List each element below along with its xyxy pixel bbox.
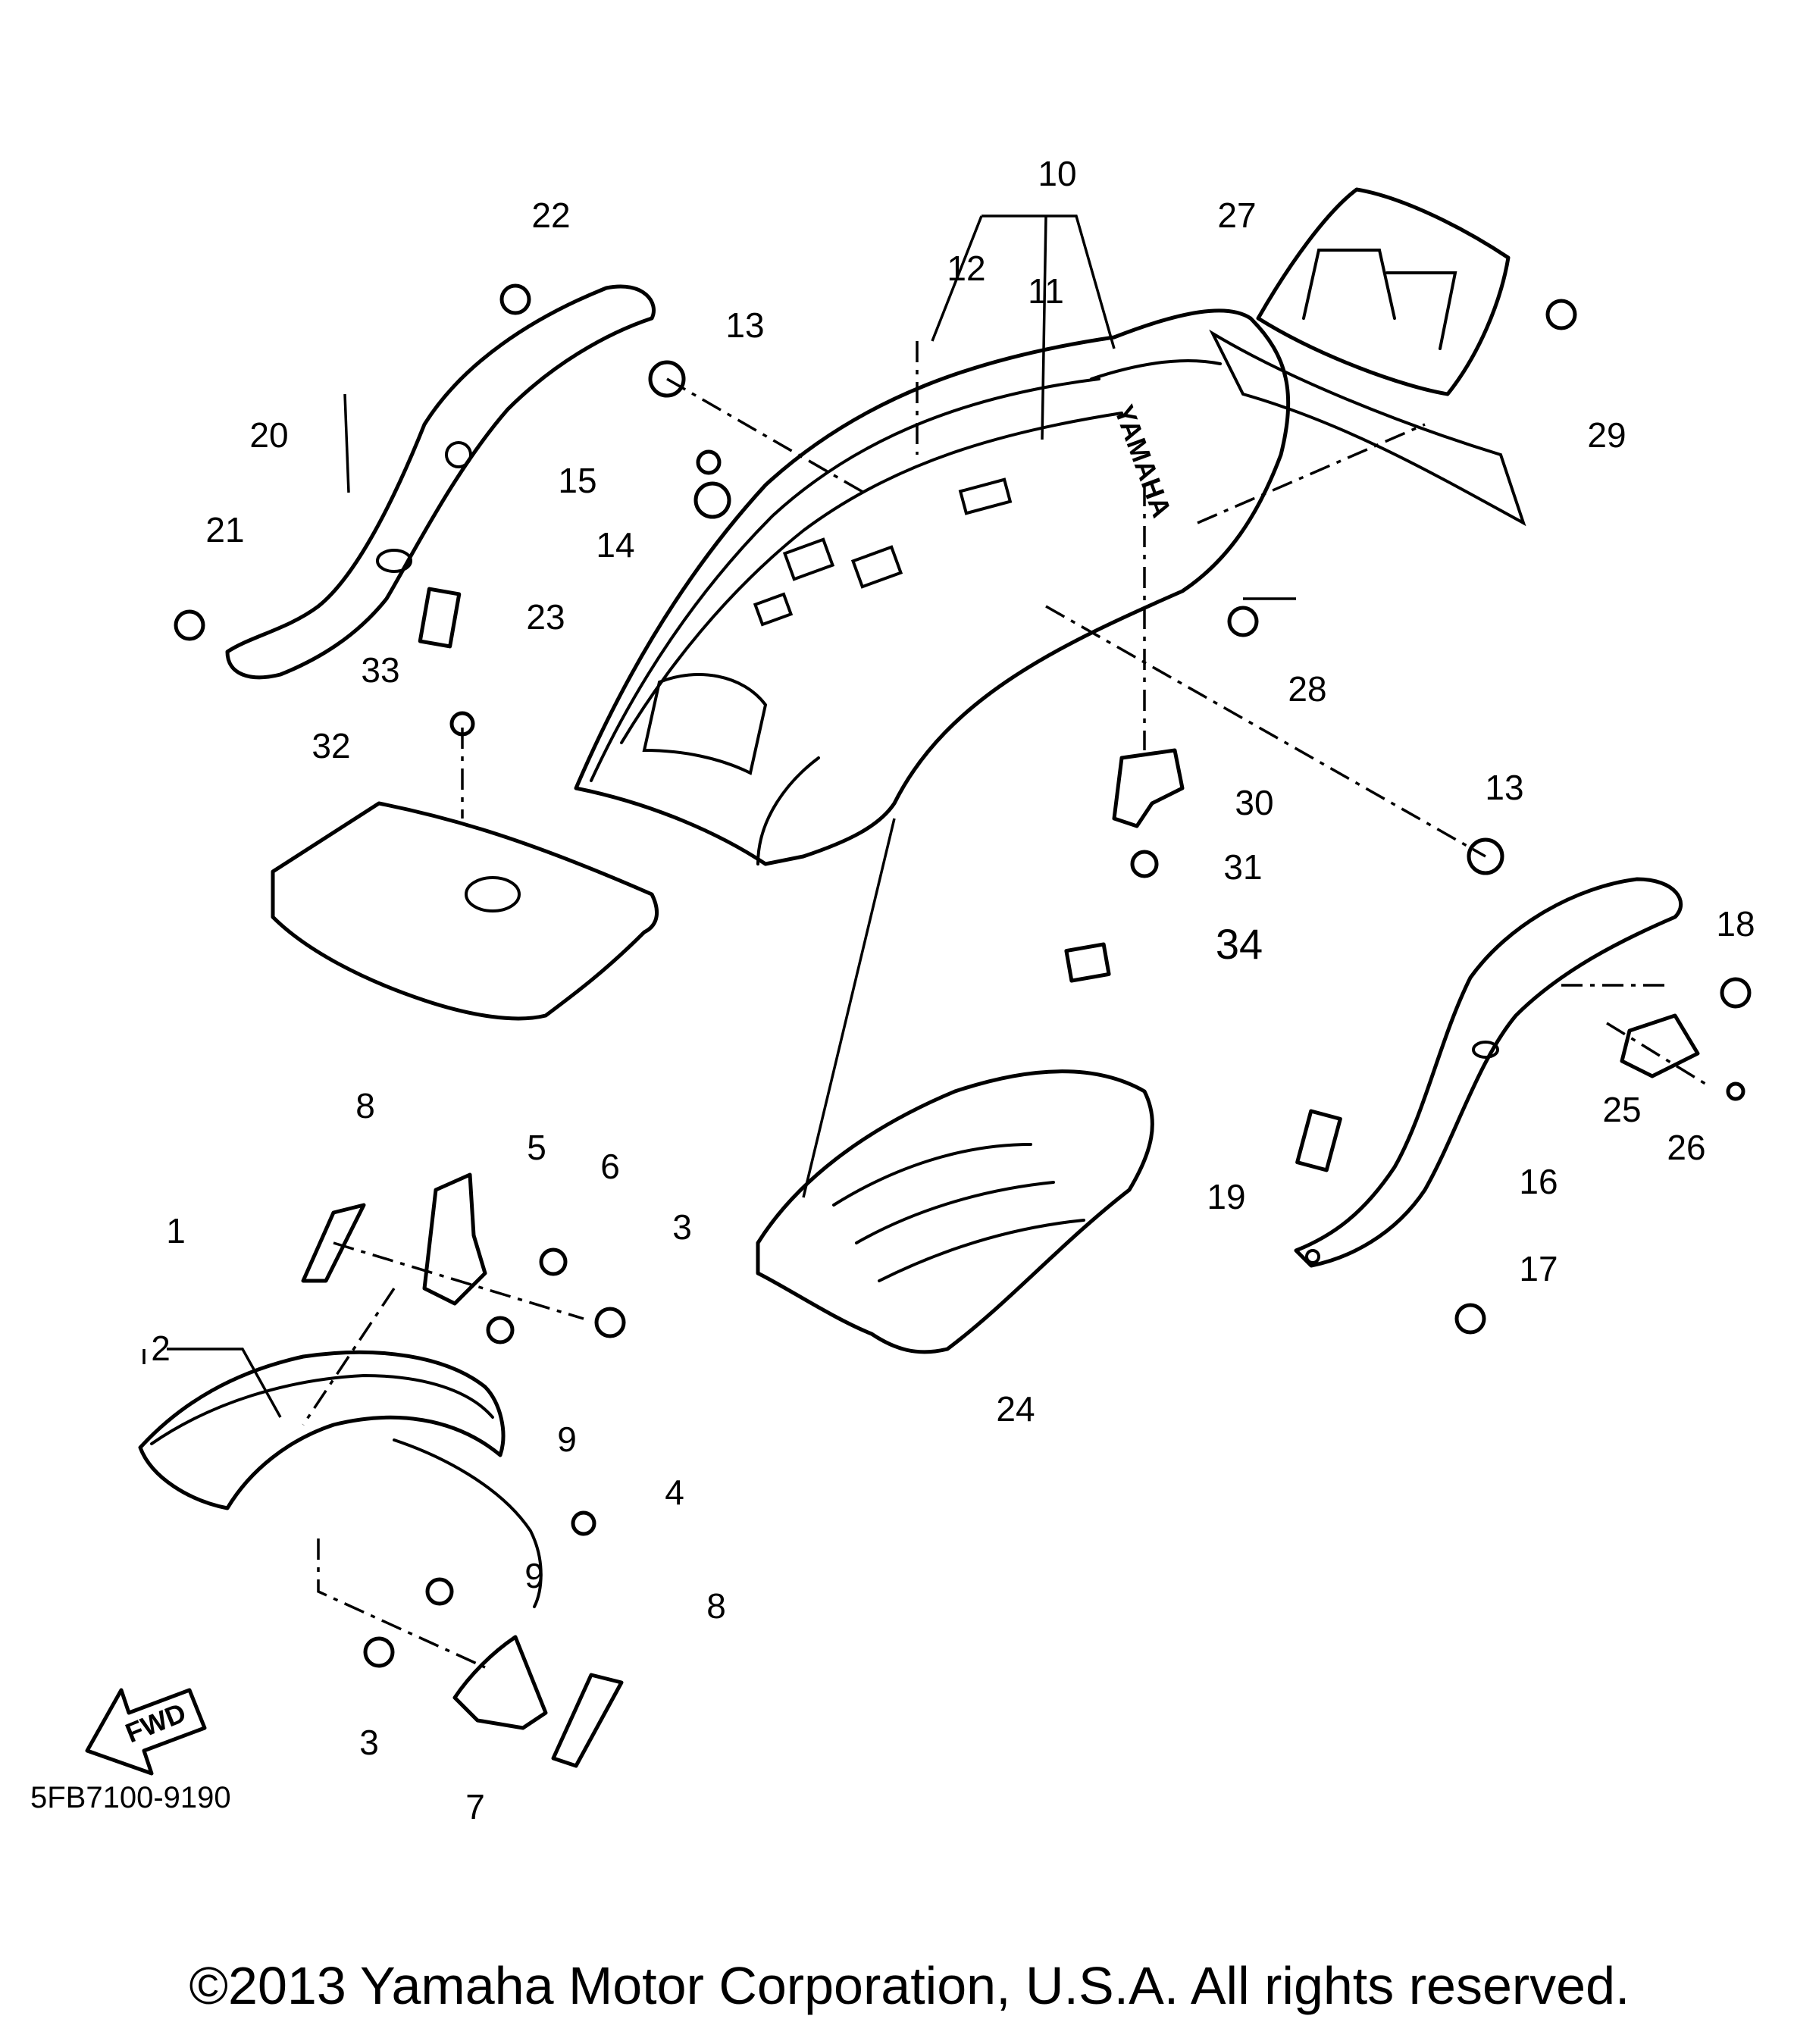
- pad-19: [1295, 1109, 1342, 1172]
- bracket-25: [1620, 1013, 1700, 1078]
- callout-19: 19: [1207, 1177, 1245, 1216]
- front-fender: [138, 1350, 543, 1608]
- callout-13: 13: [1485, 768, 1523, 807]
- callout-14: 14: [596, 525, 634, 565]
- callout-26: 26: [1667, 1128, 1705, 1167]
- callout-33: 33: [361, 650, 399, 690]
- front-fender-bracket-lower: [452, 1635, 548, 1730]
- callout-20: 20: [249, 415, 288, 455]
- callout-6: 6: [600, 1147, 620, 1186]
- callout-22: 22: [531, 196, 570, 235]
- callout-21: 21: [205, 510, 244, 549]
- rear-stay-left: [225, 284, 656, 680]
- front-fender-bracket-upper: [422, 1172, 487, 1306]
- callout-1: 1: [166, 1211, 186, 1251]
- reflector-lower: [551, 1673, 624, 1768]
- hardware: [174, 283, 1752, 1668]
- copyright-notice: ©2013 Yamaha Motor Corporation, U.S.A. A…: [189, 1956, 1630, 2015]
- callout-3: 3: [672, 1207, 692, 1247]
- callout-9: 9: [557, 1420, 577, 1459]
- fwd-arrow-icon: FWD: [85, 1688, 207, 1776]
- callout-9: 9: [524, 1556, 544, 1595]
- callout-29: 29: [1587, 415, 1626, 455]
- callout-5: 5: [527, 1128, 546, 1167]
- callout-34: 34: [1216, 920, 1263, 968]
- callout-17: 17: [1519, 1249, 1558, 1288]
- callout-28: 28: [1288, 669, 1326, 709]
- rear-stay-right: [1294, 877, 1683, 1268]
- callout-4: 4: [665, 1473, 684, 1512]
- callout-32: 32: [312, 726, 350, 765]
- callout-13: 13: [725, 305, 764, 345]
- callout-12: 12: [947, 249, 985, 288]
- callout-27: 27: [1217, 196, 1256, 235]
- pad-23: [418, 587, 462, 649]
- callout-23: 23: [526, 597, 565, 637]
- leader-lines: [142, 214, 1296, 1418]
- tail-light: [1209, 187, 1526, 527]
- callouts: 1 2 3 3 4 5 6 7 8 8 9 9 10 11 12 13 13 1…: [151, 154, 1755, 1826]
- callout-10: 10: [1038, 154, 1076, 193]
- fender-pad: [271, 801, 659, 1021]
- callout-7: 7: [465, 1787, 485, 1826]
- rear-fender: YAMAHA: [574, 308, 1291, 866]
- bracket-30: [1112, 748, 1185, 828]
- callout-25: 25: [1602, 1090, 1641, 1129]
- callout-11: 11: [1028, 271, 1064, 311]
- callout-30: 30: [1235, 783, 1273, 822]
- callout-24: 24: [996, 1389, 1035, 1429]
- callout-8: 8: [355, 1086, 375, 1125]
- callout-2: 2: [151, 1329, 171, 1368]
- drawing-code: 5FB7100-9190: [30, 1781, 231, 1814]
- callout-31: 31: [1223, 847, 1262, 887]
- under-cover: [756, 1069, 1154, 1354]
- callout-15: 15: [558, 461, 596, 500]
- callout-3: 3: [359, 1723, 379, 1762]
- callout-18: 18: [1716, 904, 1755, 944]
- assembly-lines: [302, 341, 1706, 1669]
- callout-8: 8: [706, 1586, 726, 1626]
- callout-16: 16: [1519, 1162, 1558, 1201]
